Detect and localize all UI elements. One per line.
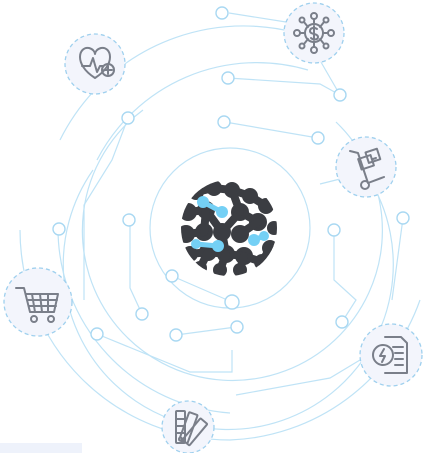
node [165, 269, 179, 283]
node [221, 71, 235, 85]
circuit-traces [83, 12, 404, 396]
energy-document-icon[interactable] [359, 323, 423, 387]
trace-right [333, 230, 357, 323]
node [215, 6, 229, 20]
orbit-ring-upper [96, 62, 309, 161]
node [90, 327, 104, 341]
corner-strip [0, 443, 82, 453]
shopping-cart-icon[interactable] [3, 267, 73, 337]
node [169, 328, 183, 342]
node [333, 88, 347, 102]
node [135, 307, 149, 321]
node [396, 211, 410, 225]
node [224, 294, 240, 310]
node [335, 315, 349, 329]
node [122, 213, 136, 227]
trace-bottom-mid [175, 326, 237, 336]
orbit-ring-middle [81, 109, 383, 382]
node [121, 111, 135, 125]
trace-right-far [391, 217, 404, 301]
trace-top [228, 12, 287, 23]
node [327, 223, 341, 237]
node [52, 222, 66, 236]
node [311, 131, 325, 145]
trace-bottom-inner [171, 275, 233, 303]
connector-nodes [52, 6, 410, 342]
trace-bottom-right [235, 359, 361, 396]
node [217, 115, 231, 129]
trace-left-mid [129, 220, 143, 315]
hand-truck-icon[interactable] [335, 136, 397, 198]
node [230, 320, 244, 334]
money-network-icon[interactable] [283, 2, 345, 64]
trace-bottom-left [96, 333, 233, 373]
trace-upper [227, 77, 341, 96]
health-heart-icon[interactable] [64, 33, 126, 95]
color-swatch-icon[interactable] [161, 400, 215, 453]
molecule-sphere-logo [181, 180, 277, 276]
trace-left-inner [83, 117, 129, 300]
trace-inner-top [224, 121, 319, 139]
